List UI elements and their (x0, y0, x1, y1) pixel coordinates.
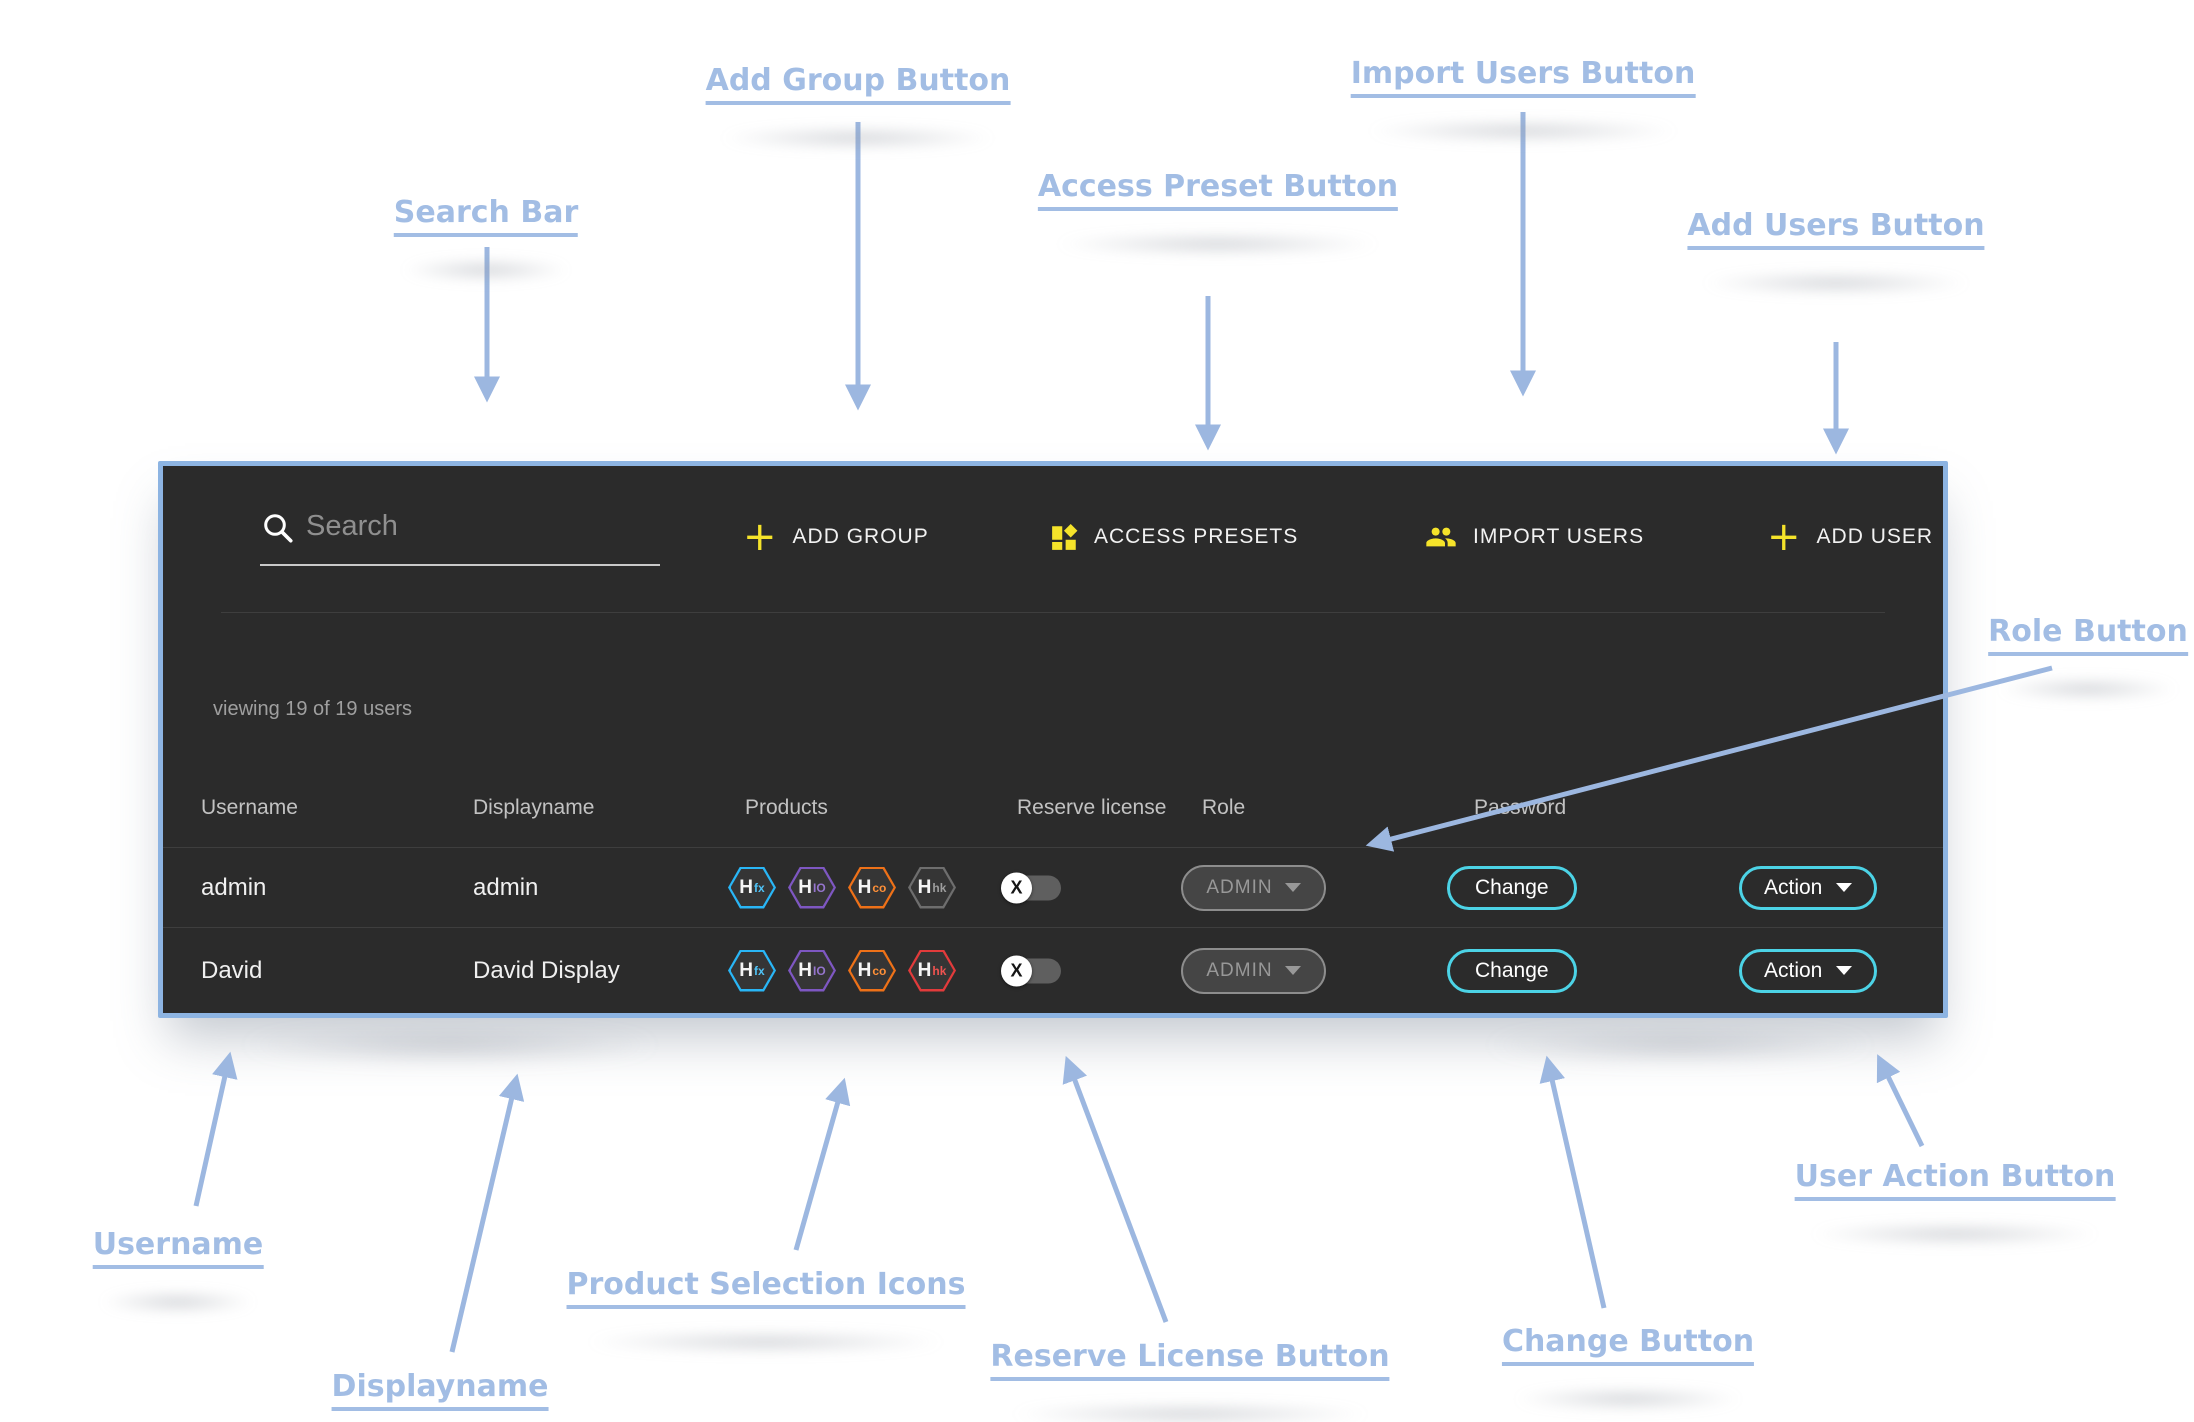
change-password-button[interactable]: Change (1447, 865, 1577, 910)
annotation-user-action: User Action Button (1794, 1159, 2116, 1201)
add-group-button[interactable]: + ADD GROUP (743, 514, 929, 560)
action-dropdown-button[interactable]: Action (1739, 865, 1878, 910)
role-dropdown[interactable]: ADMIN (1181, 864, 1326, 911)
annotation-role: Role Button (1988, 614, 2188, 656)
toggle-thumb-x: X (1001, 955, 1032, 986)
annotation-search-bar: Search Bar (393, 195, 579, 237)
search-input[interactable] (306, 504, 656, 548)
header-displayname: Displayname (473, 796, 595, 819)
displayname-cell: David Display (473, 956, 620, 984)
plus-icon: + (743, 514, 777, 560)
annotation-change: Change Button (1501, 1324, 1755, 1366)
panel-shadow (1420, 1022, 1940, 1068)
user-count-summary: viewing 19 of 19 users (213, 698, 413, 720)
access-presets-button[interactable]: ACCESS PRESETS (1051, 514, 1298, 560)
import-users-button[interactable]: IMPORT USERS (1425, 514, 1644, 560)
presets-grid-icon (1052, 523, 1078, 550)
role-dropdown[interactable]: ADMIN (1181, 947, 1326, 994)
import-users-icon (1426, 527, 1456, 547)
reserve-license-toggle[interactable]: X (1001, 955, 1063, 986)
annotation-import-users: Import Users Button (1350, 56, 1696, 98)
username-cell: David (201, 956, 263, 984)
annotation-reserve-license: Reserve License Button (990, 1339, 1390, 1381)
panel-shadow (170, 1022, 730, 1068)
search-icon (264, 514, 293, 543)
toggle-thumb-x: X (1001, 872, 1032, 903)
row-divider (163, 847, 1943, 848)
chevron-down-icon (1284, 966, 1301, 975)
chevron-down-icon (1836, 966, 1853, 975)
plus-icon: + (1767, 514, 1801, 560)
username-cell: admin (201, 873, 267, 901)
search-underline (260, 564, 660, 566)
chevron-down-icon (1284, 883, 1301, 892)
add-user-button[interactable]: + ADD USER (1767, 514, 1934, 560)
reserve-license-toggle[interactable]: X (1001, 872, 1063, 903)
search-bar[interactable] (260, 502, 664, 566)
action-dropdown-button[interactable]: Action (1739, 948, 1878, 993)
annotation-add-group: Add Group Button (705, 63, 1011, 105)
annotation-username: Username (92, 1227, 264, 1269)
change-password-button[interactable]: Change (1447, 948, 1577, 993)
header-password: Password (1474, 796, 1567, 819)
chevron-down-icon (1836, 883, 1853, 892)
annotation-access-preset: Access Preset Button (1037, 169, 1399, 211)
annotation-displayname: Displayname (331, 1369, 549, 1411)
annotation-products: Product Selection Icons (566, 1267, 966, 1309)
user-management-panel: + ADD GROUP ACCESS PRESETS IMPORT USERS … (158, 461, 1948, 1018)
header-role: Role (1202, 796, 1246, 819)
header-products: Products (745, 796, 828, 819)
row-divider (163, 927, 1943, 928)
displayname-cell: admin (473, 873, 539, 901)
header-reserve-license: Reserve license (1017, 796, 1167, 819)
header-username: Username (201, 796, 298, 819)
toolbar-divider (221, 612, 1885, 613)
annotation-add-users: Add Users Button (1687, 208, 1985, 250)
